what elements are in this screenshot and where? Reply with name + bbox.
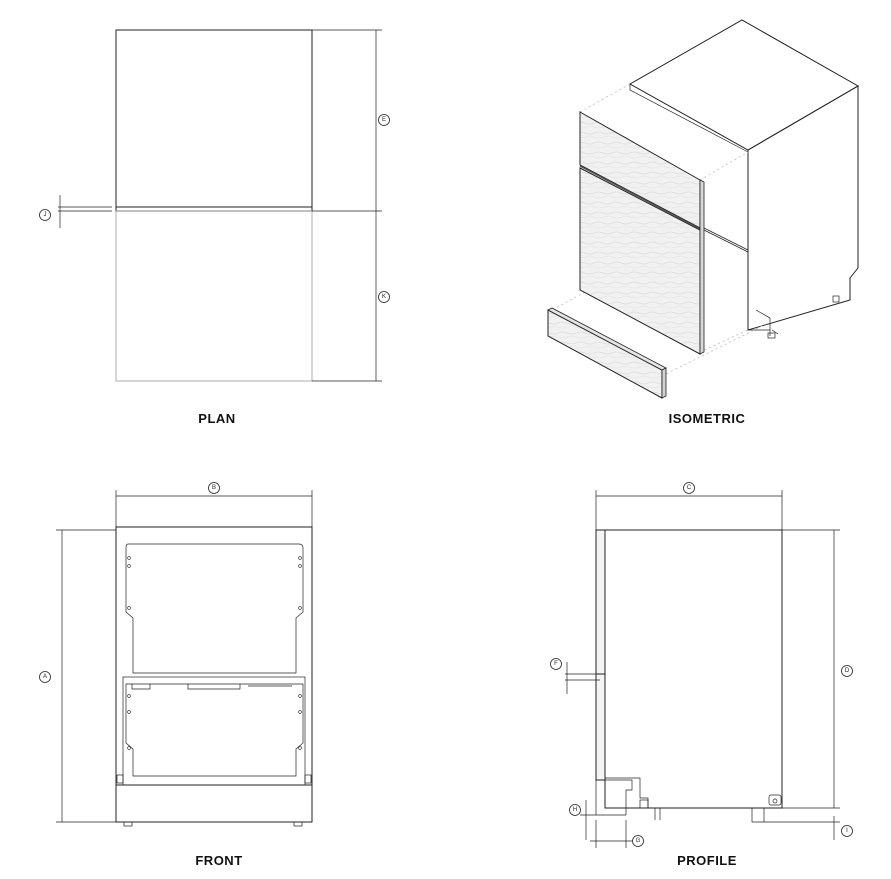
plan-cabinet-top [115,29,313,208]
isometric-view [547,19,860,399]
front-lower-mounting-plate [125,683,304,777]
svg-text:H: H [573,807,577,813]
profile-front-leg [751,808,765,823]
dimension-badge-h: H [569,804,581,816]
profile-rear-leg [768,794,782,806]
isometric-view-label: ISOMETRIC [668,411,746,426]
dimension-badge-j: J [39,209,51,221]
dimension-badge-k: K [378,291,390,303]
dimension-badge-f: F [550,658,562,670]
plan-front-panel [115,206,313,212]
svg-text:E: E [382,117,386,123]
svg-text:K: K [382,294,386,300]
svg-text:D: D [845,668,850,674]
profile-cabinet-body [604,529,783,809]
svg-text:I: I [846,828,848,834]
iso-leg [755,309,779,336]
front-left-foot [123,821,133,827]
svg-text:C: C [687,485,692,491]
profile-view-label: PROFILE [677,853,737,868]
dimension-badge-c: C [683,482,695,494]
plan-view [58,29,382,382]
svg-text:J: J [44,212,47,218]
profile-toe-kick [595,777,649,815]
dimension-badge-i: I [841,825,853,837]
front-cabinet-outline [115,526,313,823]
front-view-label: FRONT [195,853,243,868]
svg-text:B: B [212,485,216,491]
svg-text:F: F [554,661,558,667]
svg-text:A: A [43,674,47,680]
dimension-badge-e: E [378,114,390,126]
front-right-foot [293,821,303,827]
dimension-badge-b: B [208,482,220,494]
front-upper-mounting-plate [125,543,304,674]
iso-cabinet-side [747,85,859,331]
plan-door-swing-area [115,210,313,382]
dimension-badge-a: A [39,671,51,683]
dimension-badge-g: G [632,835,644,847]
iso-cabinet-top [628,19,860,151]
svg-text:G: G [636,838,641,844]
plan-view-label: PLAN [198,411,236,426]
front-view [56,490,313,827]
profile-view [565,490,840,848]
dimension-badge-d: D [841,665,853,677]
profile-drawer-panels [595,529,606,781]
